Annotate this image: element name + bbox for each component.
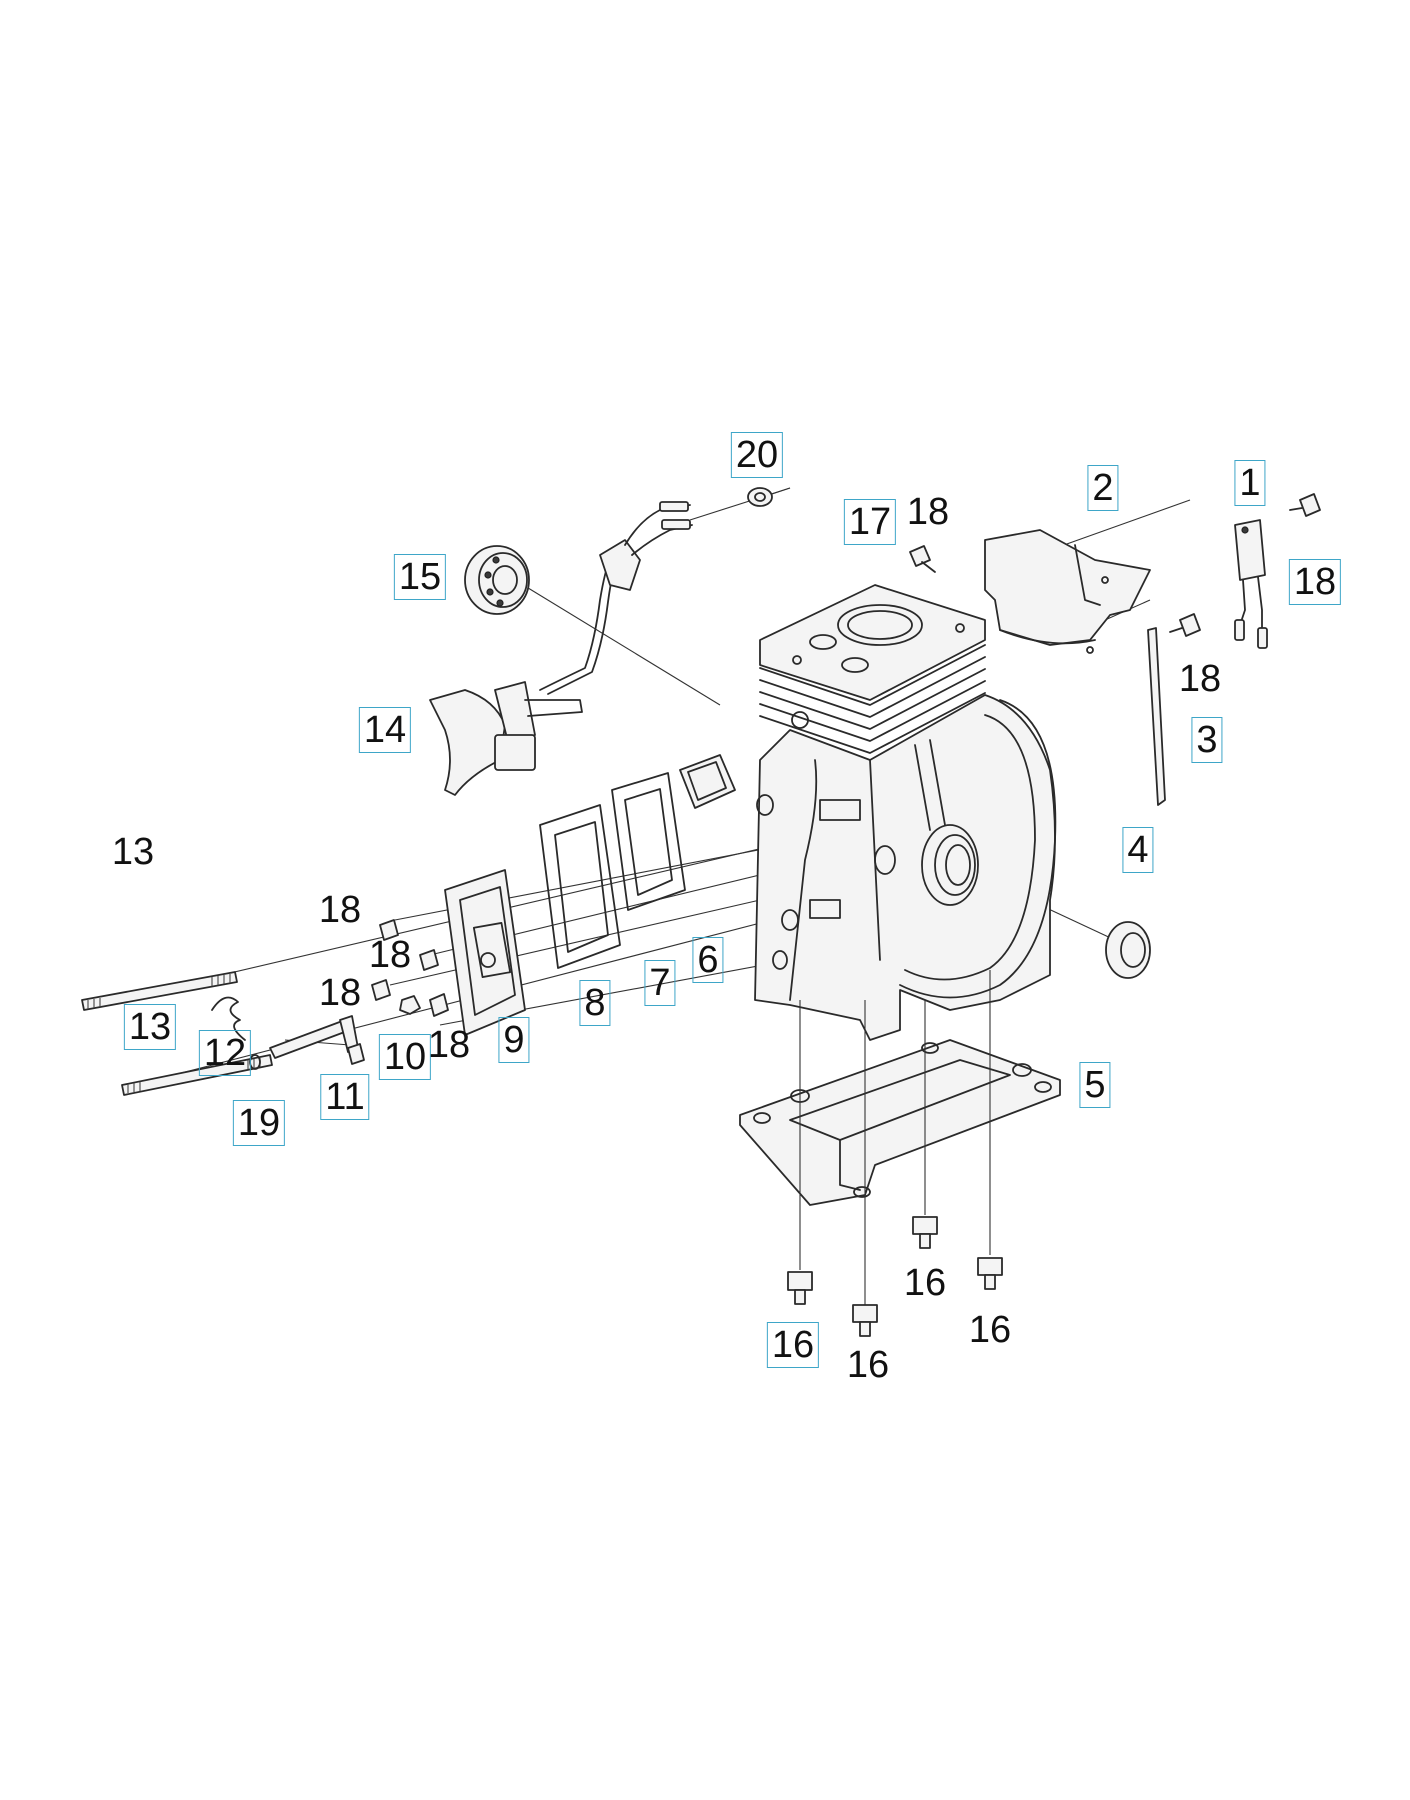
callout-16-c: 16: [766, 1322, 820, 1368]
callout-19: 19: [232, 1100, 286, 1146]
part-8-gasket-icon: [539, 804, 621, 969]
callout-1: 1: [1234, 460, 1266, 506]
bolt-18-icon: [429, 993, 449, 1017]
bolt-16-icon: [977, 1257, 1003, 1290]
callout-18-left-3: 18: [318, 972, 362, 1014]
callout-18-mid-right: 18: [1178, 658, 1222, 700]
callout-20: 20: [730, 432, 784, 478]
part-1-ignition-icon: [1234, 519, 1268, 649]
part-13-stud-icon: [121, 1054, 273, 1096]
bolt-18-icon: [1289, 493, 1321, 517]
part-12-spring-icon: [211, 996, 246, 1041]
part-4-oil-seal-icon: [1105, 921, 1151, 979]
callout-17: 17: [843, 499, 897, 545]
callout-7: 7: [644, 960, 676, 1006]
part-3-rod-icon: [1147, 627, 1166, 806]
part-10-nut-icon: [399, 995, 421, 1015]
callout-9: 9: [498, 1017, 530, 1063]
callout-10: 10: [378, 1034, 432, 1080]
bolt-16-leaders: [799, 970, 991, 1305]
part-9-cover-plate-icon: [444, 869, 526, 1036]
bolt-18-icon: [371, 979, 391, 1001]
callout-18-lower: 18: [427, 1024, 471, 1066]
callout-3: 3: [1191, 717, 1223, 763]
part-19-o-ring-icon: [249, 1054, 261, 1070]
callout-18-top: 18: [906, 491, 950, 533]
part-6-breather-icon: [679, 754, 736, 809]
callout-11: 11: [320, 1074, 370, 1120]
part-15-bearing-icon: [464, 545, 530, 615]
callout-16-d: 16: [846, 1344, 890, 1386]
bolt-16-icon: [787, 1271, 813, 1305]
part-13-stud-icon: [81, 971, 238, 1011]
part-5-base-plate-icon: [739, 1039, 1061, 1206]
callout-13-bottom: 13: [123, 1004, 177, 1050]
callout-18-left-1: 18: [318, 889, 362, 931]
callout-18-right: 18: [1288, 559, 1342, 605]
callout-8: 8: [579, 980, 611, 1026]
part-20-seal-icon: [747, 487, 791, 507]
callout-5: 5: [1079, 1062, 1111, 1108]
callout-12: 12: [198, 1030, 252, 1076]
part-17-crankcase-icon: [754, 584, 1057, 1041]
bolt-18-icon: [379, 919, 399, 941]
bolt-18-icon: [1169, 613, 1201, 637]
part-7-gasket-icon: [611, 772, 686, 911]
callout-2: 2: [1087, 465, 1119, 511]
bolt-16-icon: [852, 1304, 878, 1337]
callout-15: 15: [393, 554, 447, 600]
bolt-18-icon: [909, 545, 936, 573]
part-11-lever-icon: [269, 1015, 365, 1065]
callout-16-b: 16: [968, 1309, 1012, 1351]
callout-16-a: 16: [903, 1262, 947, 1304]
callout-6: 6: [692, 937, 724, 983]
callout-14: 14: [358, 707, 412, 753]
bolt-16-icon: [912, 1216, 938, 1249]
callout-4: 4: [1122, 827, 1154, 873]
part-14-oil-sensor-icon: [429, 501, 693, 796]
callout-18-left-2: 18: [368, 934, 412, 976]
callout-13-top: 13: [111, 831, 155, 873]
part-2-shroud-icon: [984, 529, 1151, 654]
bolt-18-icon: [419, 949, 439, 971]
